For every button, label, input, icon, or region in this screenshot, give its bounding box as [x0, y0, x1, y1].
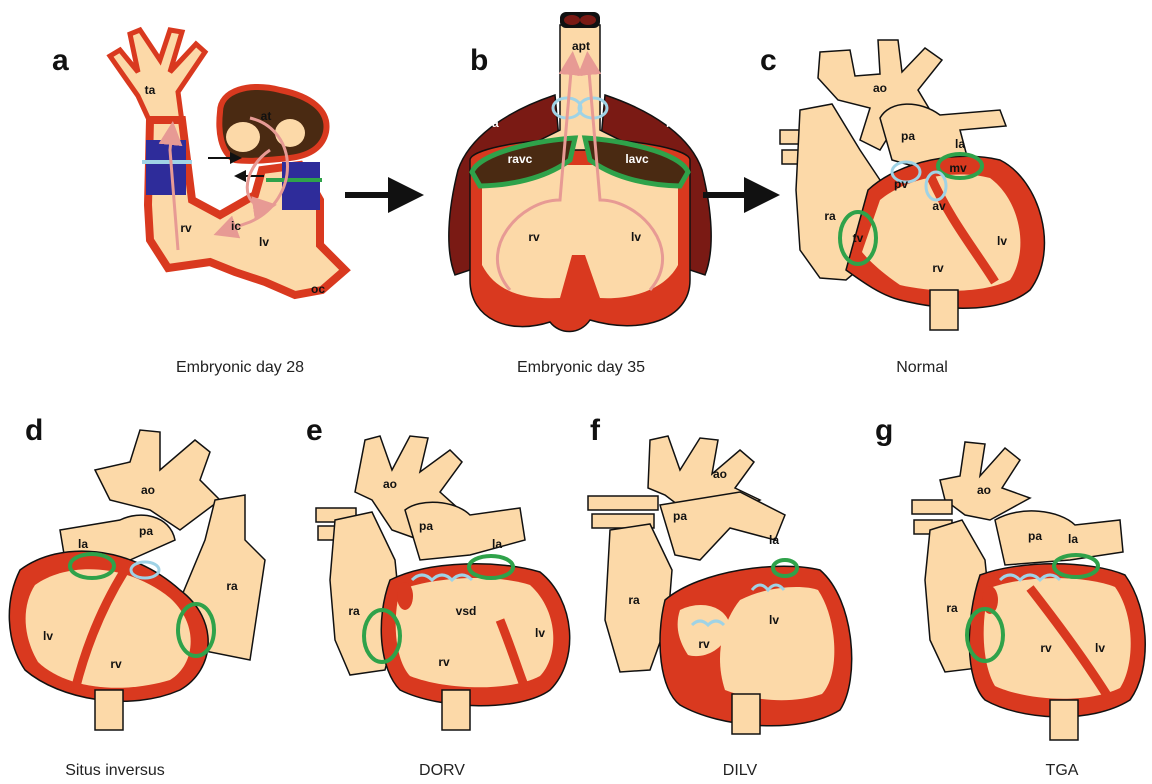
- panel-f: f ao pa la ra lv rv DILV: [588, 414, 852, 779]
- label: pa: [673, 509, 687, 523]
- caption: Situs inversus: [65, 762, 165, 779]
- panel-g: g ao pa la ra rv lv TGA: [875, 414, 1145, 779]
- label: pa: [901, 129, 915, 143]
- label: la: [492, 537, 502, 551]
- label: rv: [932, 261, 944, 275]
- ivc: [95, 690, 123, 730]
- label: lv: [43, 629, 53, 643]
- ventricle-lumen: [720, 587, 834, 700]
- label: la: [955, 137, 965, 151]
- label: at: [261, 109, 272, 123]
- label: ao: [873, 81, 887, 95]
- label: tv: [853, 231, 864, 245]
- label: ao: [383, 477, 397, 491]
- label: ravc: [508, 152, 533, 166]
- label: rv: [438, 655, 450, 669]
- panel-a: a ta at ic rv lv oc Embryonic day 28: [52, 30, 345, 376]
- label: ra: [824, 209, 836, 223]
- label: ao: [977, 483, 991, 497]
- panel-letter-c: c: [760, 44, 777, 77]
- label: ra: [487, 116, 499, 130]
- atrium-chamber-right: [275, 119, 305, 147]
- crista: [397, 582, 413, 610]
- aorta: [95, 430, 220, 530]
- label: la: [1068, 532, 1078, 546]
- label: lv: [769, 613, 779, 627]
- label: lv: [259, 235, 269, 249]
- label: oc: [311, 282, 325, 296]
- label: la: [769, 533, 779, 547]
- caption: TGA: [1046, 762, 1079, 779]
- truncus-arteriosus: [110, 30, 205, 122]
- panel-letter-b: b: [470, 44, 488, 77]
- label: rv: [528, 230, 540, 244]
- label: ra: [628, 593, 640, 607]
- panel-letter-a: a: [52, 44, 69, 77]
- label: pv: [894, 177, 908, 191]
- label: ta: [145, 83, 156, 97]
- caption: Normal: [896, 359, 948, 376]
- label: pa: [419, 519, 433, 533]
- label: rv: [1040, 641, 1052, 655]
- atrium-chamber-left: [226, 122, 260, 152]
- label: lavc: [625, 152, 649, 166]
- caption: Embryonic day 35: [517, 359, 645, 376]
- ivc: [1050, 700, 1078, 740]
- label: lv: [1095, 641, 1105, 655]
- label: rv: [180, 221, 192, 235]
- label: ic: [231, 219, 241, 233]
- panel-c: c ao pa la mv pv av ra tv lv rv Normal: [760, 40, 1044, 376]
- label: lv: [631, 230, 641, 244]
- caption: Embryonic day 28: [176, 359, 304, 376]
- panel-e: e ao pa la ra vsd lv rv DORV: [306, 414, 570, 779]
- panel-letter-e: e: [306, 414, 323, 447]
- label: pa: [139, 524, 153, 538]
- label: rv: [110, 657, 122, 671]
- aorta: [940, 442, 1030, 520]
- panel-letter-f: f: [590, 414, 601, 447]
- caption: DORV: [419, 762, 465, 779]
- label: apt: [572, 39, 590, 53]
- label: pa: [1028, 529, 1042, 543]
- label: lv: [997, 234, 1007, 248]
- blue-segment-outflow: [146, 140, 186, 195]
- caption: DILV: [723, 762, 758, 779]
- label: la: [78, 537, 88, 551]
- label: ra: [348, 604, 360, 618]
- label: ao: [713, 467, 727, 481]
- ivc: [732, 694, 760, 734]
- ivc: [442, 690, 470, 730]
- label: la: [666, 116, 676, 130]
- label: rv: [698, 637, 710, 651]
- panel-d: d ao pa la lv rv ra Situs inversus: [9, 414, 265, 779]
- label: vsd: [456, 604, 477, 618]
- label: ra: [946, 601, 958, 615]
- label: lv: [535, 626, 545, 640]
- label: ra: [226, 579, 238, 593]
- label: mv: [949, 161, 967, 175]
- ventricle-lumen: [984, 578, 1131, 699]
- ventricle-lumen: [396, 578, 554, 687]
- panel-letter-d: d: [25, 414, 43, 447]
- panel-b: b apt ra la ravc lavc rv lv Embryonic da…: [449, 12, 711, 376]
- pulmonary-artery: [660, 492, 785, 560]
- panel-letter-g: g: [875, 414, 893, 447]
- label: av: [932, 199, 946, 213]
- ivc: [930, 290, 958, 330]
- label: ao: [141, 483, 155, 497]
